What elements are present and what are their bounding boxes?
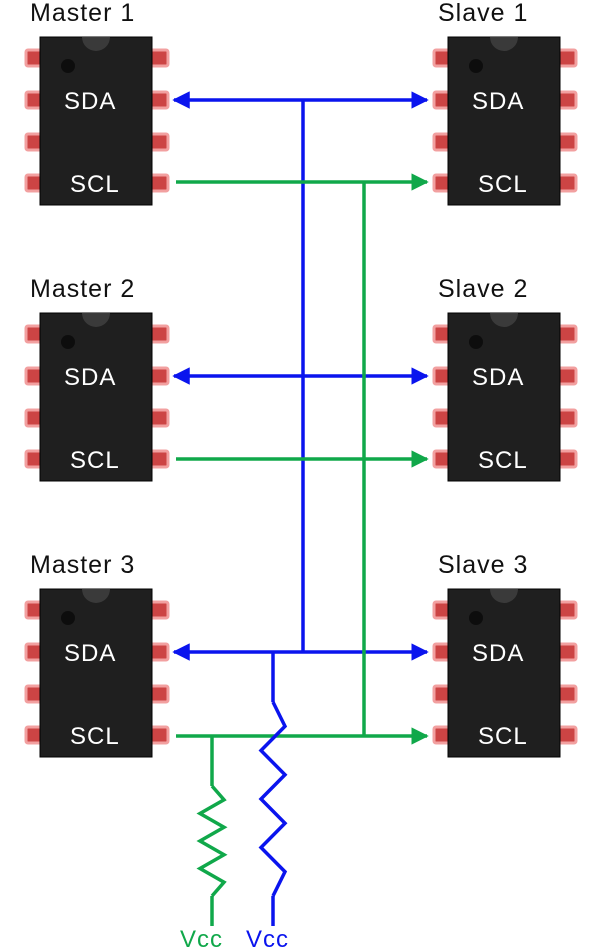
slave-chip-3: Slave 3 SDA SCL: [432, 551, 578, 758]
master-title: Master 1: [30, 0, 135, 27]
slave-sda-label: SDA: [472, 364, 524, 391]
chip-body: [39, 312, 153, 482]
master-sda-label: SDA: [64, 88, 116, 115]
chip-notch: [82, 37, 110, 51]
master-scl-label: SCL: [70, 171, 120, 198]
pin-one-dot: [61, 59, 75, 73]
scl-pullup-vcc-label: Vcc: [180, 926, 223, 952]
pin-one-dot: [469, 611, 483, 625]
scl-pullup-resistor: [196, 736, 228, 926]
slave-scl-label: SCL: [478, 447, 528, 474]
sda-pullup-resistor: [258, 652, 288, 926]
chip-notch: [82, 589, 110, 603]
chip-body: [447, 36, 561, 206]
slave-sda-label: SDA: [472, 640, 524, 667]
pin-one-dot: [469, 335, 483, 349]
master-chip-1: Master 1 SDA SCL: [24, 0, 170, 206]
slave-scl-label: SCL: [478, 723, 528, 750]
pin-one-dot: [61, 611, 75, 625]
master-title: Master 2: [30, 275, 135, 303]
master-scl-label: SCL: [70, 447, 120, 474]
master-sda-label: SDA: [64, 640, 116, 667]
master-scl-label: SCL: [70, 723, 120, 750]
pin-one-dot: [61, 335, 75, 349]
slave-scl-label: SCL: [478, 171, 528, 198]
chip-notch: [490, 313, 518, 327]
master-sda-label: SDA: [64, 364, 116, 391]
slave-title: Slave 2: [438, 275, 528, 303]
chip-notch: [490, 589, 518, 603]
pin-one-dot: [469, 59, 483, 73]
chip-body: [39, 588, 153, 758]
master-title: Master 3: [30, 551, 135, 579]
chip-notch: [82, 313, 110, 327]
chip-body: [447, 312, 561, 482]
slave-title: Slave 1: [438, 0, 528, 27]
slave-sda-label: SDA: [472, 88, 524, 115]
chip-notch: [490, 37, 518, 51]
slave-title: Slave 3: [438, 551, 528, 579]
slave-chip-2: Slave 2 SDA SCL: [432, 275, 578, 482]
master-chip-3: Master 3 SDA SCL: [24, 551, 170, 758]
sda-pullup-vcc-label: Vcc: [246, 926, 289, 952]
chip-body: [39, 36, 153, 206]
bus-wires: [172, 91, 429, 926]
slave-chip-1: Slave 1 SDA SCL: [432, 0, 578, 206]
master-chip-2: Master 2 SDA SCL: [24, 275, 170, 482]
